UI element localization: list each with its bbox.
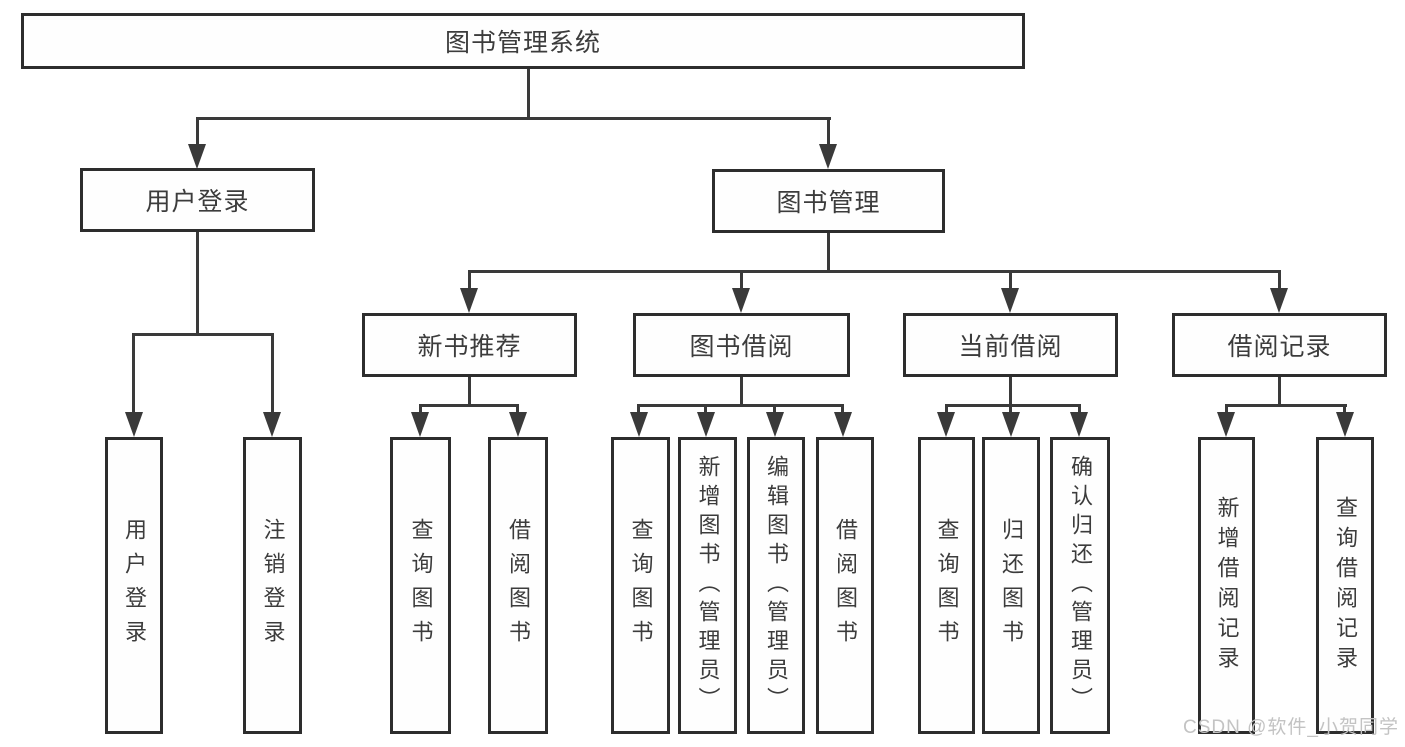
connector-current-hline (945, 404, 1081, 407)
csdn-watermark: CSDN @软件_小贺同学 (1183, 717, 1399, 738)
leaf-edit-books-admin: 编辑图书（管理员） (747, 437, 805, 734)
connector-arrow-stem (1343, 404, 1346, 414)
connector-arrow-stem (773, 404, 776, 414)
connector-root-hline (196, 117, 831, 120)
connector-arrow-stem (740, 272, 743, 289)
arrow-down-icon (819, 144, 837, 169)
connector-records-stem (1278, 377, 1281, 406)
connector-book-mgmt-hline (468, 270, 1281, 273)
connector-arrow-book-mgmt-stem (827, 119, 830, 146)
leaf-borrow-books-recommend: 借阅图书 (488, 437, 548, 734)
connector-arrow-stem (468, 272, 471, 289)
arrow-down-icon (937, 412, 955, 437)
connector-borrow-stem (740, 377, 743, 406)
node-current-borrowing: 当前借阅 (903, 313, 1118, 377)
connector-arrow-stem (945, 404, 948, 414)
arrow-down-icon (411, 412, 429, 437)
arrow-down-icon (1070, 412, 1088, 437)
leaf-logout: 注销登录 (243, 437, 302, 734)
connector-root-stem (527, 67, 530, 119)
connector-arrow-stem (516, 404, 519, 414)
leaf-query-books-recommend: 查询图书 (390, 437, 451, 734)
node-book-management: 图书管理 (712, 169, 945, 233)
arrow-down-icon (697, 412, 715, 437)
leaf-user-login: 用户登录 (105, 437, 163, 734)
leaf-query-books-current: 查询图书 (918, 437, 975, 734)
connector-arrow-stem (1009, 404, 1012, 414)
arrow-down-icon (188, 144, 206, 169)
connector-arrow-stem (841, 404, 844, 414)
connector-arrow-stem (637, 404, 640, 414)
leaf-return-books: 归还图书 (982, 437, 1040, 734)
connector-user-login-stem (196, 232, 199, 335)
arrow-down-icon (766, 412, 784, 437)
arrow-down-icon (1336, 412, 1354, 437)
arrow-down-icon (630, 412, 648, 437)
node-borrowing-records: 借阅记录 (1172, 313, 1387, 377)
leaf-add-books-admin: 新增图书（管理员） (678, 437, 737, 734)
connector-current-stem (1009, 377, 1012, 406)
arrow-down-icon (1002, 412, 1020, 437)
leaf-add-borrow-record: 新增借阅记录 (1198, 437, 1255, 734)
arrow-down-icon (1217, 412, 1235, 437)
connector-arrow-stem (1225, 404, 1228, 414)
node-library-system: 图书管理系统 (21, 13, 1025, 69)
connector-new-book-stem (468, 377, 471, 406)
arrow-down-icon (834, 412, 852, 437)
node-new-book-recommendation: 新书推荐 (362, 313, 577, 377)
connector-book-mgmt-stem (827, 233, 830, 273)
node-user-login: 用户登录 (80, 168, 315, 232)
connector-arrow-stem (419, 404, 422, 414)
arrow-down-icon (263, 412, 281, 437)
arrow-down-icon (125, 412, 143, 437)
connector-borrow-hline (638, 404, 844, 407)
arrow-down-icon (1270, 288, 1288, 313)
arrow-down-icon (1001, 288, 1019, 313)
connector-arrow-stem (704, 404, 707, 414)
leaf-borrow-books: 借阅图书 (816, 437, 874, 734)
leaf-query-borrow-record: 查询借阅记录 (1316, 437, 1374, 734)
leaf-confirm-return-admin: 确认归还（管理员） (1050, 437, 1110, 734)
leaf-query-books-borrow: 查询图书 (611, 437, 670, 734)
arrow-down-icon (460, 288, 478, 313)
connector-new-book-hline (419, 404, 519, 407)
connector-user-login-hline (132, 333, 274, 336)
connector-arrow-stem (1278, 272, 1281, 289)
connector-arrow-user-login-stem (196, 119, 199, 146)
connector-arrow-stem (132, 335, 135, 413)
connector-arrow-stem (271, 335, 274, 413)
connector-arrow-stem (1078, 404, 1081, 414)
connector-arrow-stem (1009, 272, 1012, 289)
node-book-borrowing: 图书借阅 (633, 313, 850, 377)
connector-records-hline (1225, 404, 1347, 407)
arrow-down-icon (509, 412, 527, 437)
arrow-down-icon (732, 288, 750, 313)
